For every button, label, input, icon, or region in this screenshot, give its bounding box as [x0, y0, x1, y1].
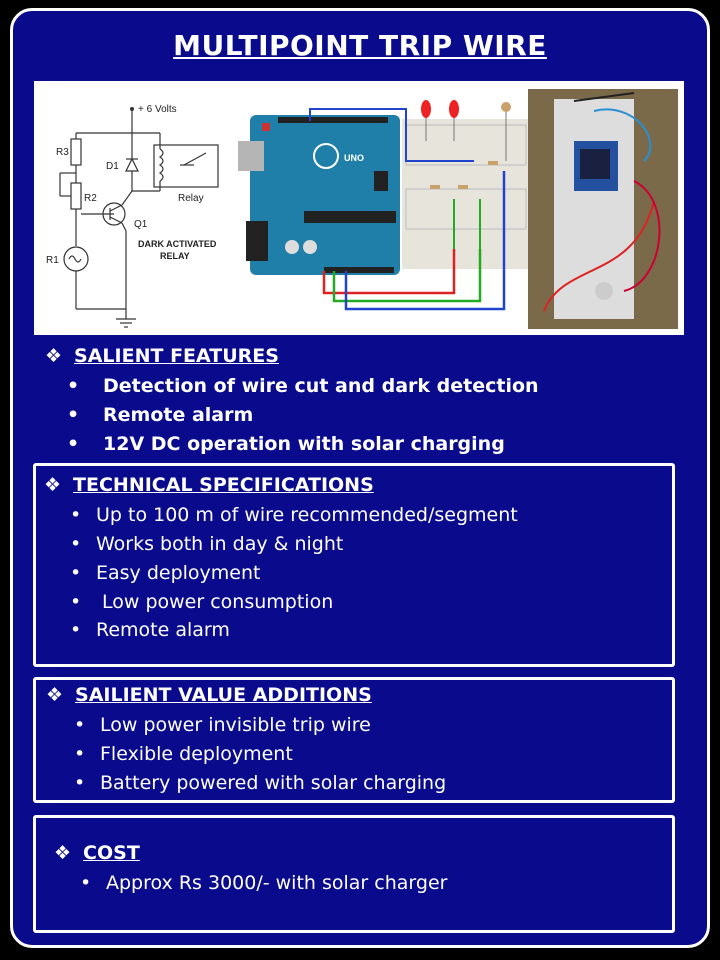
diamond-bullet-icon: ❖ [46, 684, 64, 706]
page-title: MULTIPOINT TRIP WIRE [173, 29, 547, 62]
svg-text:UNO: UNO [344, 153, 364, 163]
feature-item: •12V DC operation with solar charging [67, 433, 505, 455]
value-item: •Low power invisible trip wire [74, 714, 371, 736]
feature-item: •Detection of wire cut and dark detectio… [67, 375, 539, 397]
circuit-illustration: + 6 Volts R3 R2 R1 D1 Q1 Relay DARK ACTI… [46, 89, 678, 329]
value-item: •Flexible deployment [74, 743, 293, 765]
arduino-board-image: UNO [238, 115, 400, 275]
caption-line1: DARK ACTIVATED [138, 239, 217, 249]
relay-label: Relay [178, 193, 204, 204]
prototype-photo [528, 89, 678, 329]
spec-item: •Low power consumption [70, 591, 334, 613]
d1-label: D1 [106, 161, 119, 172]
value-additions-box: ❖SAILIENT VALUE ADDITIONS •Low power inv… [33, 677, 675, 803]
cost-item: •Approx Rs 3000/- with solar charger [80, 872, 448, 894]
spec-item: •Works both in day & night [70, 533, 344, 555]
poster: MULTIPOINT TRIP WIRE [10, 8, 710, 948]
value-additions-heading: ❖SAILIENT VALUE ADDITIONS [46, 684, 372, 706]
q1-label: Q1 [134, 219, 148, 230]
caption-line2: RELAY [160, 251, 190, 261]
feature-item: •Remote alarm [67, 404, 254, 426]
r1-label: R1 [46, 255, 59, 266]
breadboard-image [309, 100, 530, 311]
diamond-bullet-icon: ❖ [45, 345, 63, 367]
salient-features-heading: ❖SALIENT FEATURES [45, 345, 279, 367]
technical-specifications-box: ❖TECHNICAL SPECIFICATIONS •Up to 100 m o… [33, 463, 675, 667]
diamond-bullet-icon: ❖ [54, 842, 72, 864]
spec-item: •Easy deployment [70, 562, 261, 584]
diamond-bullet-icon: ❖ [44, 474, 62, 496]
relay-schematic [59, 109, 219, 328]
spec-item: •Up to 100 m of wire recommended/segment [70, 504, 518, 526]
r3-label: R3 [56, 147, 69, 158]
supply-label: + 6 Volts [138, 104, 177, 115]
circuit-figure: + 6 Volts R3 R2 R1 D1 Q1 Relay DARK ACTI… [34, 81, 684, 335]
value-item: •Battery powered with solar charging [74, 772, 447, 794]
spec-item: •Remote alarm [70, 619, 230, 641]
r2-label: R2 [84, 193, 97, 204]
cost-heading: ❖COST [54, 842, 140, 864]
cost-box: ❖COST •Approx Rs 3000/- with solar charg… [33, 815, 675, 933]
technical-specifications-heading: ❖TECHNICAL SPECIFICATIONS [44, 474, 374, 496]
